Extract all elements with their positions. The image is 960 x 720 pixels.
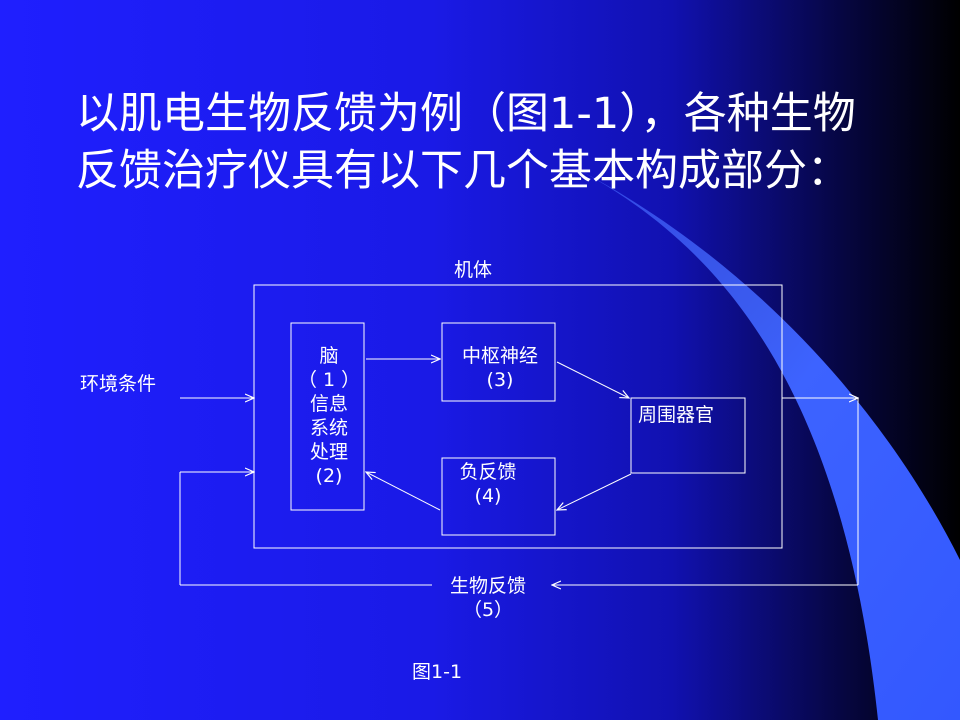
organism-label: 机体 — [454, 259, 493, 281]
cns-to-organ-arrow — [556, 361, 629, 398]
peripheral-organ-label: 周围器官 — [638, 404, 715, 426]
organism-box — [253, 284, 783, 549]
organ-to-negative-feedback-arrow — [557, 473, 632, 510]
cns-label: 中枢神经 (3) — [448, 344, 552, 392]
brain-line: （ 1 ） — [298, 369, 361, 391]
biofeedback-line: （5） — [462, 599, 514, 621]
biofeedback-line: 生物反馈 — [449, 575, 526, 597]
negative-feedback-box — [441, 457, 556, 536]
brain-line: 处理 — [309, 441, 348, 463]
slide-title: 以肌电生物反馈为例（图1-1），各种生物反馈治疗仪具有以下几个基本构成部分： — [76, 89, 856, 196]
peripheral-organ-box — [630, 397, 746, 474]
brain-line: 脑 — [319, 345, 339, 367]
cns-box — [441, 322, 556, 402]
brain-line: 信息 — [309, 393, 348, 415]
negative-feedback-line: 负反馈 — [459, 461, 517, 483]
brain-label: 脑 （ 1 ） 信息 系统 处理 (2) — [298, 344, 360, 488]
brain-line: 系统 — [309, 417, 348, 439]
brain-line: (2) — [315, 465, 343, 487]
brain-box — [290, 322, 365, 511]
figure-caption: 图1-1 — [412, 661, 463, 683]
cns-line: 中枢神经 — [461, 345, 538, 367]
negative-feedback-line: (4) — [474, 485, 502, 507]
biofeedback-label: 生物反馈 （5） — [434, 574, 542, 622]
cns-line: (3) — [486, 369, 514, 391]
negative-feedback-label: 负反馈 (4) — [440, 460, 536, 508]
negative-feedback-to-brain-arrow — [366, 472, 441, 511]
environment-label: 环境条件 — [80, 373, 157, 395]
